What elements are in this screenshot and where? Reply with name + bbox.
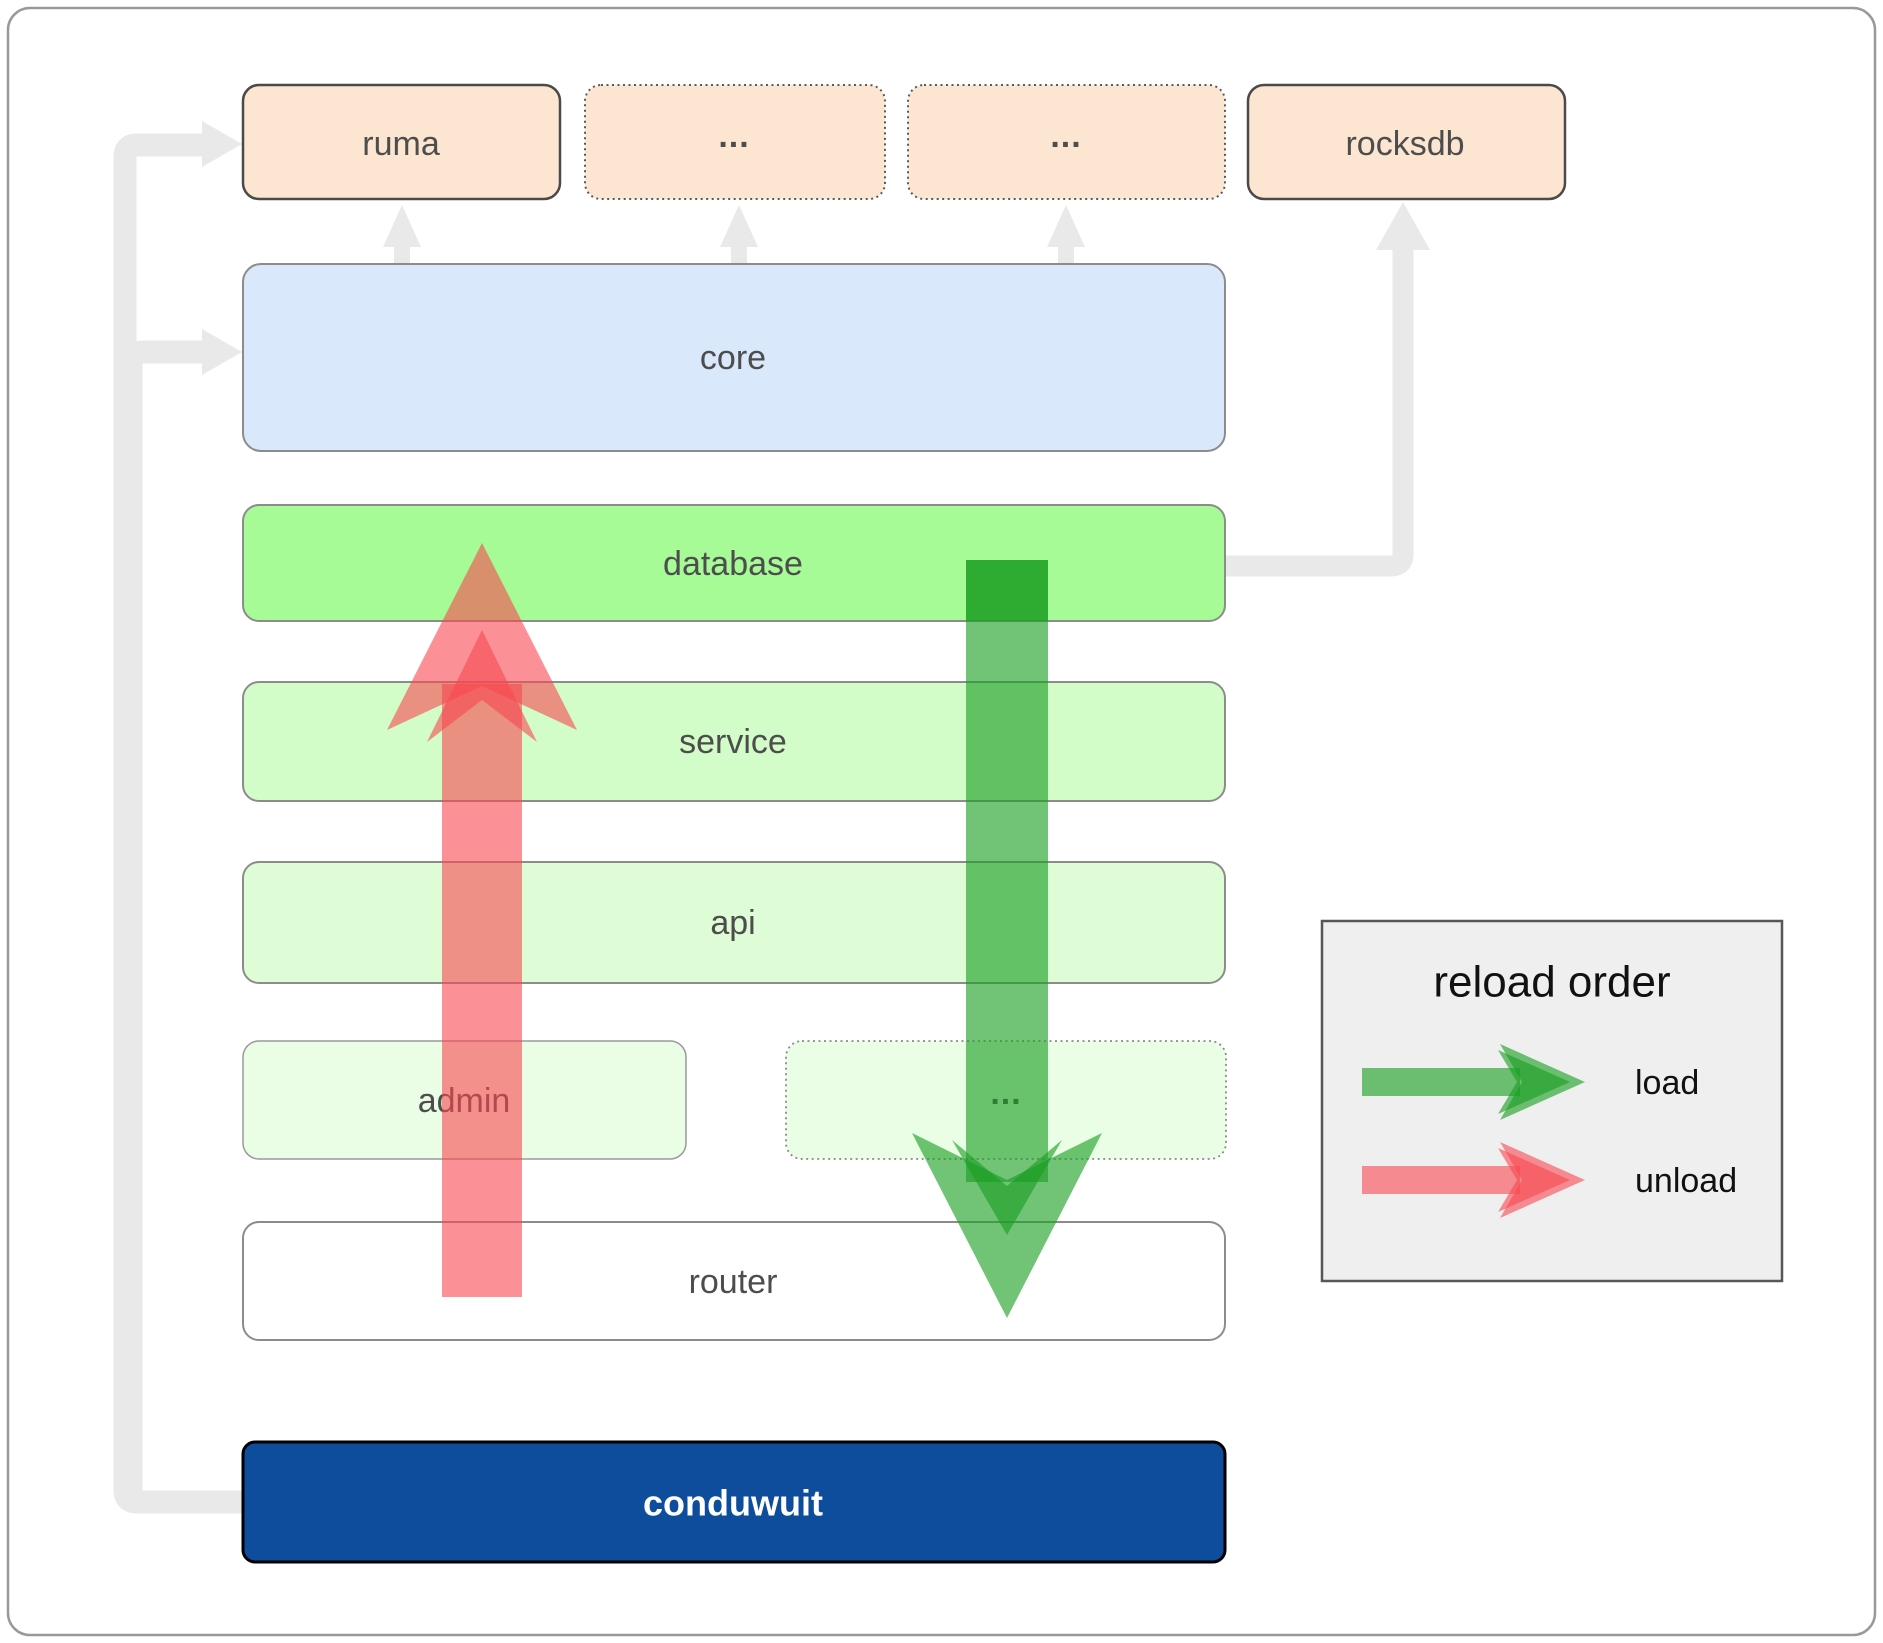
node-database-label: database (663, 545, 803, 583)
node-router-label: router (689, 1263, 778, 1301)
node-conduwuit-box (241, 1440, 1227, 1564)
node-ellipsis-top-2-box (907, 84, 1226, 200)
node-api-label: api (710, 904, 755, 942)
load-arrow-origin-overlap (966, 560, 1048, 621)
gray-connectors (113, 121, 1430, 1514)
legend: reload order load unload (1320, 919, 1784, 1283)
node-rocksdb-box (1246, 83, 1567, 201)
arrowhead-into-rocksdb (1376, 202, 1430, 250)
connector-core-to-ellipsis2-shaft (1058, 243, 1074, 265)
arrowhead-core-to-ellipsis2 (1047, 205, 1085, 247)
node-core-label: core (700, 339, 766, 377)
legend-unload-label: unload (1635, 1162, 1737, 1200)
connector-core-to-ruma-shaft (394, 243, 410, 265)
legend-load-label: load (1635, 1064, 1699, 1102)
node-conduwuit-label: conduwuit (643, 1483, 823, 1524)
legend-unload-arrow-inner-head (1498, 1148, 1570, 1212)
diagram-frame (6, 6, 1877, 1637)
node-ellipsis-top-2-label: ... (1050, 117, 1081, 155)
node-ruma-box (241, 83, 562, 201)
unload-arrow-inner-head (427, 630, 537, 742)
connector-database-to-rocksdb (1224, 246, 1414, 577)
load-arrow-shaft (966, 560, 1048, 1182)
legend-load-arrow-inner-head (1498, 1050, 1570, 1114)
node-rocksdb-label: rocksdb (1345, 125, 1464, 163)
legend-load-arrow-icon (1362, 1044, 1585, 1120)
node-service-label: service (679, 723, 787, 761)
unload-arrow (387, 543, 577, 1297)
node-ellipsis-top-1-label: ... (718, 117, 749, 155)
load-arrow-inner-head (952, 1140, 1062, 1235)
unload-arrow-shaft (442, 684, 522, 1297)
arrowhead-into-core (202, 329, 242, 375)
node-ruma-label: ruma (362, 125, 440, 163)
legend-load-arrow-shaft (1362, 1068, 1520, 1096)
legend-unload-arrow-shaft (1362, 1166, 1520, 1194)
arrowhead-core-to-ellipsis1 (720, 205, 758, 247)
load-arrow (912, 560, 1102, 1318)
legend-unload-arrow-icon (1362, 1142, 1585, 1218)
arrowhead-core-to-ruma (383, 205, 421, 247)
connector-core-to-ellipsis1-shaft (731, 243, 747, 265)
legend-title: reload order (1433, 958, 1670, 1007)
legend-box (1320, 919, 1784, 1283)
arrowhead-into-ruma (202, 121, 242, 167)
connector-conduwuit-to-core (119, 340, 243, 1514)
node-ellipsis-top-1-box (584, 84, 886, 200)
node-core-box (242, 263, 1226, 452)
